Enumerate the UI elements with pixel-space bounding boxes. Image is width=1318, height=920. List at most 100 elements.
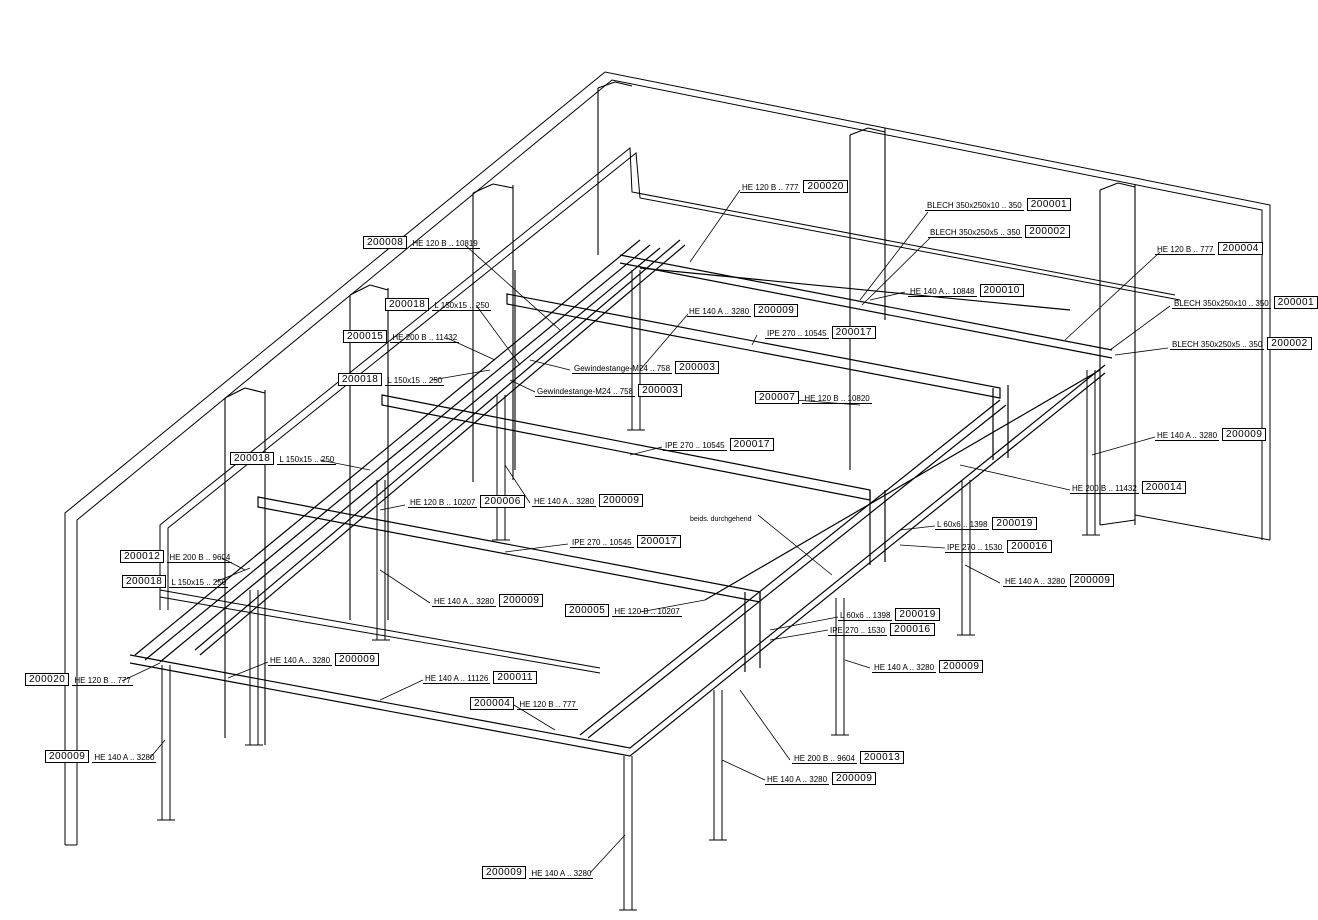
profile-text: HE 140 A .. 11126: [423, 674, 491, 684]
profile-text: IPE 270 .. 10545: [663, 441, 727, 451]
part-number-box: 200009: [939, 660, 984, 673]
part-number-box: 200005: [565, 604, 610, 617]
part-number-box: 200003: [638, 384, 683, 397]
part-number-box: 200001: [1273, 296, 1318, 309]
profile-text: HE 140 A .. 3280: [268, 656, 333, 666]
part-number-box: 200006: [480, 495, 525, 508]
part-number-box: 200015: [343, 330, 388, 343]
profile-text: HE 120 B .. 777: [1155, 245, 1216, 255]
profile-text: BLECH 350x250x5 .. 350: [1170, 340, 1265, 350]
profile-text: HE 140 A .. 3280: [1003, 577, 1068, 587]
part-number-box: 200013: [859, 751, 905, 764]
part-number-box: 200002: [1025, 225, 1070, 238]
part-number-box: 200016: [890, 623, 935, 636]
profile-text: HE 120 B .. 777: [517, 700, 578, 710]
part-number-box: 200009: [335, 653, 380, 666]
part-number-box: 200020: [25, 673, 70, 686]
part-number-box: 200018: [122, 575, 167, 588]
wall-pilasters: [224, 81, 1136, 745]
profile-text: HE 140 A .. 3280: [529, 869, 594, 879]
part-number-box: 200010: [979, 284, 1024, 297]
profile-text: L 150x15 .. 250: [277, 455, 337, 465]
part-number-box: 200014: [1141, 481, 1187, 494]
profile-text: HE 120 B .. 10207: [612, 607, 682, 617]
profile-text: L 150x15 .. 250: [432, 301, 492, 311]
profile-text: IPE 270 .. 10545: [765, 329, 829, 339]
part-number-box: 200009: [45, 750, 90, 763]
part-number-box: 200004: [470, 697, 515, 710]
profile-text: HE 140 A .. 3280: [687, 307, 752, 317]
profile-text: HE 200 B .. 11432: [390, 333, 460, 343]
part-number-box: 200018: [385, 298, 430, 311]
part-number-box: 200003: [675, 361, 720, 374]
profile-text: HE 120 B .. 10820: [802, 394, 872, 404]
part-number-box: 200018: [230, 452, 275, 465]
cross-beams: [257, 293, 1009, 672]
part-number-box: 200009: [499, 594, 544, 607]
part-number-box: 200018: [338, 373, 383, 386]
note-beids-durchgehend: beids. durchgehend: [690, 516, 752, 523]
part-number-box: 200019: [992, 517, 1037, 530]
profile-text: HE 140 A .. 10848: [908, 287, 977, 297]
profile-text: HE 120 B .. 777: [72, 676, 133, 686]
profile-text: HE 140 A .. 3280: [92, 753, 157, 763]
profile-text: HE 200 B .. 9604: [167, 553, 233, 563]
profile-text: Gewindestange-M24 .. 758: [535, 387, 636, 397]
part-number-box: 200009: [832, 772, 877, 785]
part-number-box: 200009: [1222, 428, 1267, 441]
profile-text: HE 140 A .. 3280: [765, 775, 830, 785]
profile-text: HE 200 B .. 11432: [1070, 484, 1139, 494]
part-number-box: 200016: [1007, 540, 1052, 553]
part-number-box: 200017: [729, 438, 774, 451]
part-number-box: 200009: [482, 866, 527, 879]
profile-text: L 60x6 .. 1398: [935, 520, 990, 530]
profile-text: HE 140 A .. 3280: [532, 497, 597, 507]
profile-text: HE 120 B .. 10819: [410, 239, 480, 249]
part-number-box: 200011: [493, 671, 537, 684]
part-number-box: 200004: [1218, 242, 1263, 255]
part-number-box: 200009: [1070, 574, 1115, 587]
columns: [157, 270, 1100, 911]
profile-text: L 150x15 .. 250: [385, 376, 445, 386]
profile-text: HE 140 A .. 3280: [432, 597, 497, 607]
profile-text: HE 200 B .. 9604: [792, 754, 857, 764]
profile-text: IPE 270 .. 1530: [828, 626, 888, 636]
part-number-box: 200009: [599, 494, 644, 507]
profile-text: HE 120 B .. 10207: [408, 498, 478, 508]
leader-lines: [121, 189, 1171, 874]
